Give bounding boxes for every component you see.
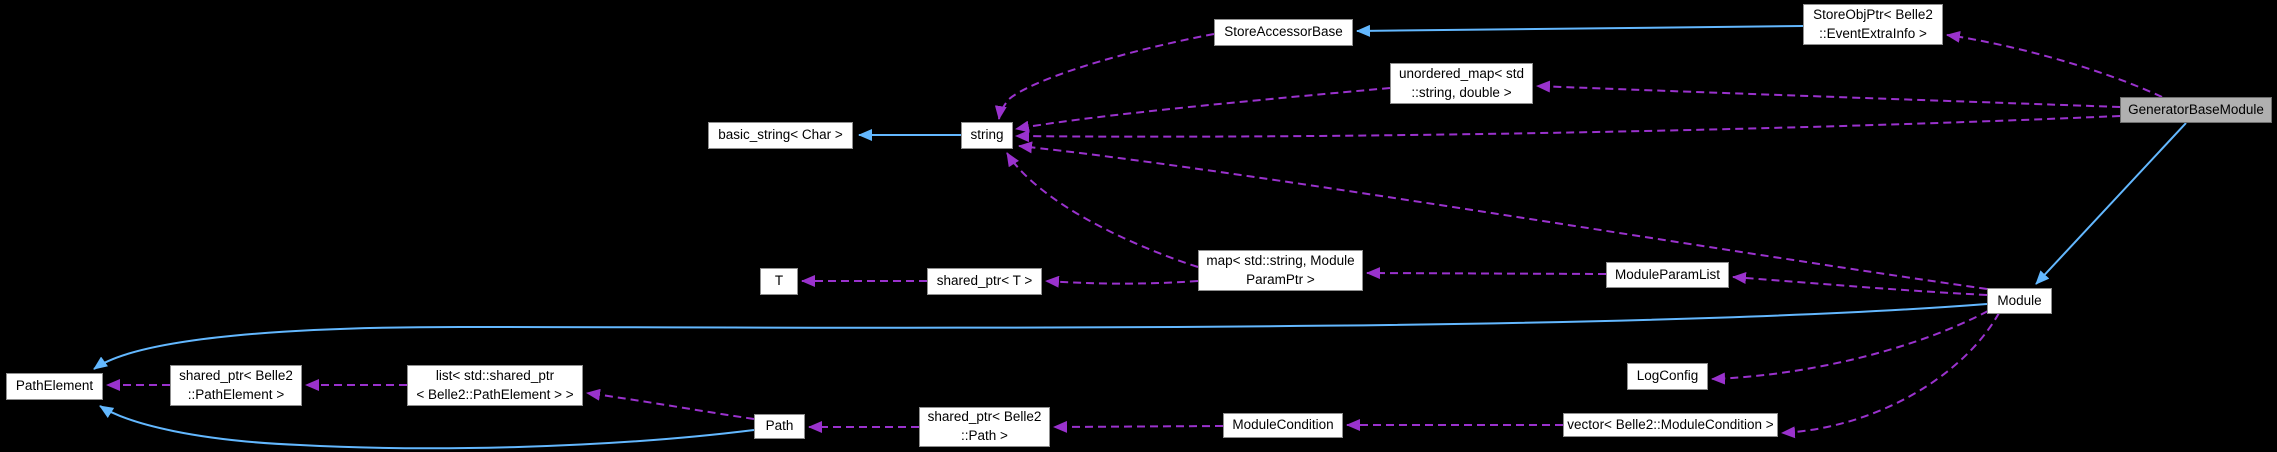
node-label: shared_ptr< Belle2 ::PathElement >: [179, 367, 293, 402]
node-generator-base-module: GeneratorBaseModule: [2120, 97, 2272, 123]
node-label: unordered_map< std ::string, double >: [1399, 65, 1524, 100]
node-label: string: [970, 127, 1004, 143]
node-label: T: [774, 273, 784, 289]
edge-moduleparamlist-to-map: [1366, 267, 1607, 280]
edge-group: [93, 24, 2187, 450]
edge-generatorbasemodule-to-module: [2035, 122, 2187, 285]
edge-module-to-string: [1018, 141, 1988, 290]
node-store-obj-ptr[interactable]: StoreObjPtr< Belle2 ::EventExtraInfo >: [1803, 4, 1943, 45]
edge-storeaccessorbase-to-string: [994, 33, 1215, 120]
node-label: ModuleParamList: [1614, 266, 1721, 282]
node-module-param-list[interactable]: ModuleParamList: [1606, 262, 1729, 288]
node-label: basic_string< Char >: [718, 127, 843, 143]
edge-module-to-vector: [1781, 312, 2000, 439]
node-basic-string: basic_string< Char >: [708, 122, 853, 149]
node-module-condition[interactable]: ModuleCondition: [1223, 413, 1343, 438]
edge-generatorbasemodule-to-string: [1015, 115, 2121, 143]
node-label: StoreAccessorBase: [1224, 24, 1343, 40]
node-label: PathElement: [15, 378, 94, 394]
node-label: shared_ptr< Belle2 ::Path >: [927, 409, 1042, 443]
node-label: Module: [1997, 292, 2042, 308]
node-label: list< std::shared_ptr < Belle2::PathElem…: [416, 367, 574, 402]
node-label: map< std::string, Module ParamPtr >: [1206, 252, 1355, 287]
node-label: GeneratorBaseModule: [2128, 101, 2264, 117]
edge-path-to-pathelement: [99, 405, 755, 450]
node-label: vector< Belle2::ModuleCondition >: [1567, 416, 1774, 432]
edge-module-to-pathelement: [93, 303, 1988, 370]
edge-storeobjptr-to-storeaccessorbase: [1356, 24, 1804, 37]
node-unordered-map: unordered_map< std ::string, double >: [1390, 63, 1533, 104]
node-shared-ptr-path-element: shared_ptr< Belle2 ::PathElement >: [170, 365, 302, 406]
node-shared-ptr-path: shared_ptr< Belle2 ::Path >: [919, 407, 1050, 447]
node-path[interactable]: Path: [754, 414, 805, 439]
edge-module-to-logconfig: [1711, 310, 1989, 385]
node-label: StoreObjPtr< Belle2 ::EventExtraInfo >: [1813, 6, 1933, 41]
edge-map-to-sharedptrt: [1045, 275, 1199, 288]
node-t: T: [760, 268, 798, 295]
node-label: ModuleCondition: [1232, 417, 1334, 433]
node-log-config[interactable]: LogConfig: [1627, 363, 1708, 390]
node-shared-ptr-t: shared_ptr< T >: [927, 268, 1042, 295]
edge-generatorbasemodule-to-storeobjptr: [1946, 30, 2163, 98]
edge-generatorbasemodule-to-unorderedmap: [1536, 80, 2121, 108]
edge-module-to-moduleparamlist: [1732, 271, 1988, 296]
node-vector-module-condition: vector< Belle2::ModuleCondition >: [1563, 413, 1778, 437]
node-string: string: [961, 122, 1013, 149]
node-store-accessor-base[interactable]: StoreAccessorBase: [1214, 19, 1353, 46]
node-label: LogConfig: [1636, 368, 1699, 384]
node-path-element[interactable]: PathElement: [6, 373, 103, 400]
edge-path-to-list: [586, 388, 755, 420]
node-label: shared_ptr< T >: [936, 273, 1033, 289]
node-list-shared-ptr: list< std::shared_ptr < Belle2::PathElem…: [407, 365, 583, 406]
node-label: Path: [765, 418, 794, 434]
edge-modulecondition-to-sharedptrpath: [1053, 420, 1224, 433]
node-module[interactable]: Module: [1987, 288, 2052, 314]
edge-unorderedmap-to-string: [1015, 87, 1391, 133]
node-map-moduleparamptr: map< std::string, Module ParamPtr >: [1198, 250, 1363, 291]
edge-map-to-string: [1006, 152, 1199, 268]
